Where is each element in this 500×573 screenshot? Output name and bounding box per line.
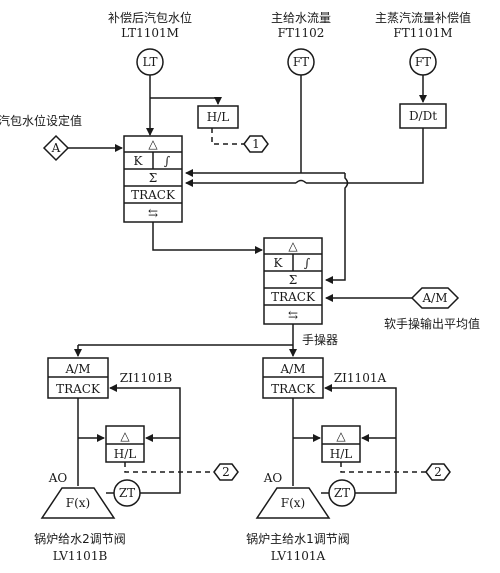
valve-b-track: TRACK xyxy=(56,382,101,396)
pid1-sigma: Σ xyxy=(149,171,157,185)
valve-b-feedback-wire xyxy=(109,384,181,488)
valve-b-alarm-dashed-wire xyxy=(124,462,214,473)
valve-a-zt: ZT xyxy=(334,486,350,500)
valve-a-name: 锅炉主给水1调节阀 xyxy=(246,531,350,546)
steam-signal-title: 主蒸汽流量补偿值 xyxy=(375,10,471,25)
valve-b-offpage-icon xyxy=(213,463,239,481)
feedwater-signal-title: 主给水流量 xyxy=(271,11,331,25)
valve-b-actuator-icon xyxy=(40,487,116,519)
valve-a-feedback-wire xyxy=(324,384,397,488)
derivative-label: D/Dt xyxy=(409,109,437,123)
pid1-to-pid2-wire xyxy=(152,222,263,254)
valve-b-am-track-box xyxy=(47,357,109,399)
valve-a-tag: LV1101A xyxy=(271,549,326,563)
pid-controller-2: △ K ∫ Σ TRACK ⇆ xyxy=(263,237,323,325)
steam-signal-tag: FT1101M xyxy=(393,26,452,40)
level-hl-alarm-label: H/L xyxy=(207,110,230,124)
pid1-track: TRACK xyxy=(131,188,176,202)
am-input-symbol: A/M xyxy=(422,291,448,305)
level-hl-alarm-box xyxy=(197,105,239,129)
valve-a-offpage-icon xyxy=(425,463,451,481)
valve-a-loop: A/M TRACK ZI1101A △ H/L 2 AO F(x) ZT 锅炉主… xyxy=(246,357,451,563)
pid2-sigma: Σ xyxy=(289,273,297,287)
valve-b-name: 锅炉给水2调节阀 xyxy=(34,531,126,546)
pid1-delta: △ xyxy=(148,137,158,151)
pid2-integral: ∫ xyxy=(304,256,311,270)
valve-a-delta: △ xyxy=(336,429,346,443)
valve-a-am-track-box xyxy=(262,357,324,399)
valve-a-ao: AO xyxy=(263,471,283,485)
manual-station-label: 手操器 xyxy=(302,332,338,347)
valve-b-am: A/M xyxy=(65,362,91,376)
pid-controller-1: △ K ∫ Σ TRACK ⇆ xyxy=(123,135,183,223)
level-signal-title: 补偿后汽包水位 xyxy=(108,10,192,25)
am-input-icon xyxy=(410,287,460,309)
valve-a-alarm-dashed-wire xyxy=(340,462,426,473)
pid1-integral: ∫ xyxy=(164,154,171,168)
valve-a-track: TRACK xyxy=(271,382,316,396)
level-transmitter-label: LT xyxy=(143,55,158,69)
setpoint-label: 汽包水位设定值 xyxy=(0,113,82,128)
offpage-connector-1-icon xyxy=(243,135,269,153)
offpage-connector-1-label: 1 xyxy=(252,137,260,151)
level-alarm-dashed-wire xyxy=(211,128,244,145)
valve-b-offpage-label: 2 xyxy=(222,465,230,479)
valve-b-ao: AO xyxy=(48,471,68,485)
pid1-k: K xyxy=(134,154,144,168)
valve-a-zt-wire xyxy=(355,488,397,494)
am-input-label: 软手操输出平均值 xyxy=(384,316,480,331)
pid2-arrows: ⇆ xyxy=(288,308,298,322)
valve-b-zt-wire xyxy=(140,488,181,494)
feedwater-signal-tag: FT1102 xyxy=(278,26,325,40)
ddt-output-wire-a xyxy=(306,128,424,184)
level-signal-tag: LT1101M xyxy=(121,26,179,40)
valve-a-fx: F(x) xyxy=(281,496,305,510)
valve-a-zi-tag: ZI1101A xyxy=(334,371,387,385)
valve-a-am: A/M xyxy=(280,362,306,376)
feedwater-to-pid2-wire xyxy=(325,173,349,284)
feedwater-transmitter-label: FT xyxy=(293,55,309,69)
valve-b-delta: △ xyxy=(120,429,130,443)
level-alarm-branch-wire xyxy=(150,97,222,105)
pid1-frame xyxy=(123,135,183,223)
valve-a-hl: H/L xyxy=(330,447,353,461)
valve-b-tag: LV1101B xyxy=(53,549,108,563)
valve-a-actuator-icon xyxy=(255,487,331,519)
valve-b-zt: ZT xyxy=(119,486,135,500)
pid2-track: TRACK xyxy=(271,290,316,304)
pid2-frame xyxy=(263,237,323,325)
setpoint-symbol: A xyxy=(51,141,61,155)
valve-b-loop: A/M TRACK ZI1101B △ H/L 2 AO F(x) ZT 锅炉给… xyxy=(34,357,239,563)
pid1-arrows: ⇆ xyxy=(148,206,158,220)
steam-transmitter-label: FT xyxy=(415,55,431,69)
valve-b-fx: F(x) xyxy=(66,496,90,510)
pid2-k: K xyxy=(274,256,284,270)
pid2-delta: △ xyxy=(288,239,298,253)
valve-b-zi-tag: ZI1101B xyxy=(120,371,173,385)
valve-b-hl: H/L xyxy=(114,447,137,461)
wire-crossover-1 xyxy=(295,179,307,184)
derivative-box xyxy=(399,103,447,129)
valve-a-offpage-label: 2 xyxy=(434,465,442,479)
